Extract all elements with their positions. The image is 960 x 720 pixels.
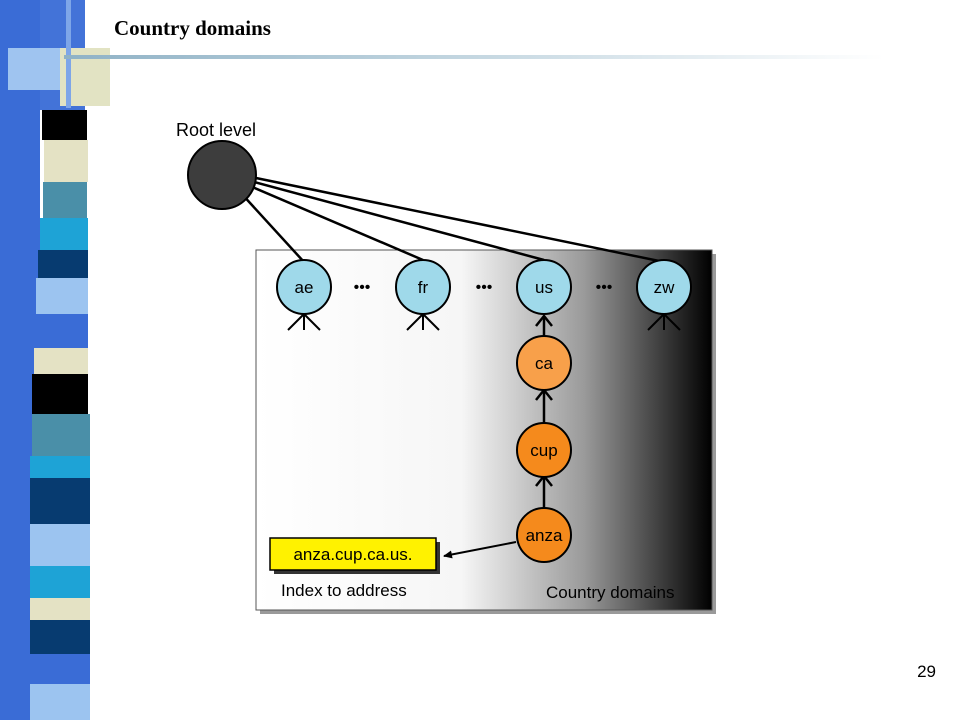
tld-node-ae: ae xyxy=(276,259,332,315)
ellipsis-2: ••• xyxy=(476,279,493,296)
child-fan-lines xyxy=(287,313,681,331)
page-number: 29 xyxy=(917,662,936,681)
root-level-label: Root level xyxy=(176,120,256,140)
domain-node-ca-label: ca xyxy=(535,354,554,373)
ellipsis-3: ••• xyxy=(596,279,613,296)
tld-node-us: us xyxy=(516,259,572,315)
tld-node-zw: zw xyxy=(636,259,692,315)
ellipsis-1: ••• xyxy=(354,279,371,296)
domain-node-anza-label: anza xyxy=(526,526,563,545)
country-domains-panel-label: Country domains xyxy=(546,583,675,602)
tld-node-us-label: us xyxy=(535,278,553,297)
root-node xyxy=(187,140,257,210)
domain-node-cup-label: cup xyxy=(530,441,557,460)
domain-node-ca: ca xyxy=(516,335,572,391)
address-box: anza.cup.ca.us. xyxy=(269,537,440,574)
tld-node-fr-label: fr xyxy=(418,278,429,297)
slide-title: Country domains xyxy=(114,16,271,40)
tld-node-ae-label: ae xyxy=(295,278,314,297)
domain-node-anza: anza xyxy=(516,507,572,563)
index-to-address-label: Index to address xyxy=(281,581,407,600)
title-divider xyxy=(64,55,884,59)
tld-node-fr: fr xyxy=(395,259,451,315)
domain-node-cup: cup xyxy=(516,422,572,478)
index-arrow xyxy=(443,541,517,559)
address-box-label: anza.cup.ca.us. xyxy=(293,545,412,564)
root-connector-lines xyxy=(239,176,665,264)
decorative-stripe-bar xyxy=(0,0,110,720)
tld-node-zw-label: zw xyxy=(654,278,676,297)
